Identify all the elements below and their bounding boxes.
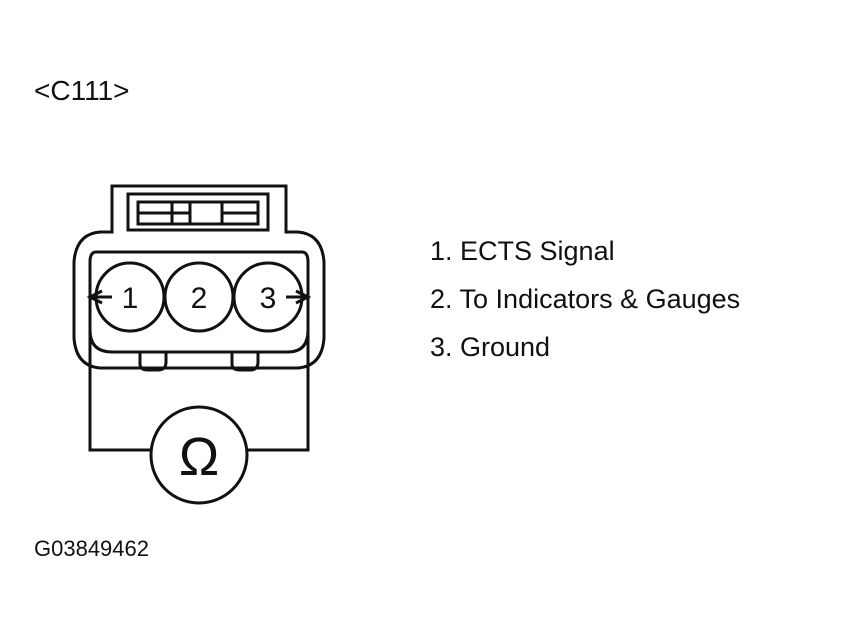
legend-item-2: 2. To Indicators & Gauges xyxy=(430,284,740,314)
ohmmeter-icon: Ω xyxy=(149,405,249,505)
legend-item-1: 1. ECTS Signal xyxy=(430,236,615,266)
probe-lead-left xyxy=(86,289,152,452)
connector-latch xyxy=(126,192,270,232)
pin-number-2: 2 xyxy=(191,282,208,315)
connector-id-label: <C111> xyxy=(34,75,129,106)
connector-body xyxy=(72,184,326,372)
pin-number-3: 3 xyxy=(260,282,277,315)
legend-item-3: 3. Ground xyxy=(430,332,550,362)
pin-cavity-2: 2 xyxy=(163,261,235,333)
figure-code: G03849462 xyxy=(34,536,149,561)
pin-legend: 1. ECTS Signal 2. To Indicators & Gauges… xyxy=(430,236,740,362)
ohm-symbol: Ω xyxy=(179,427,219,487)
probe-lead-right xyxy=(246,289,312,452)
pin-cavity-3: 3 xyxy=(232,261,304,333)
pin-number-1: 1 xyxy=(122,282,139,315)
